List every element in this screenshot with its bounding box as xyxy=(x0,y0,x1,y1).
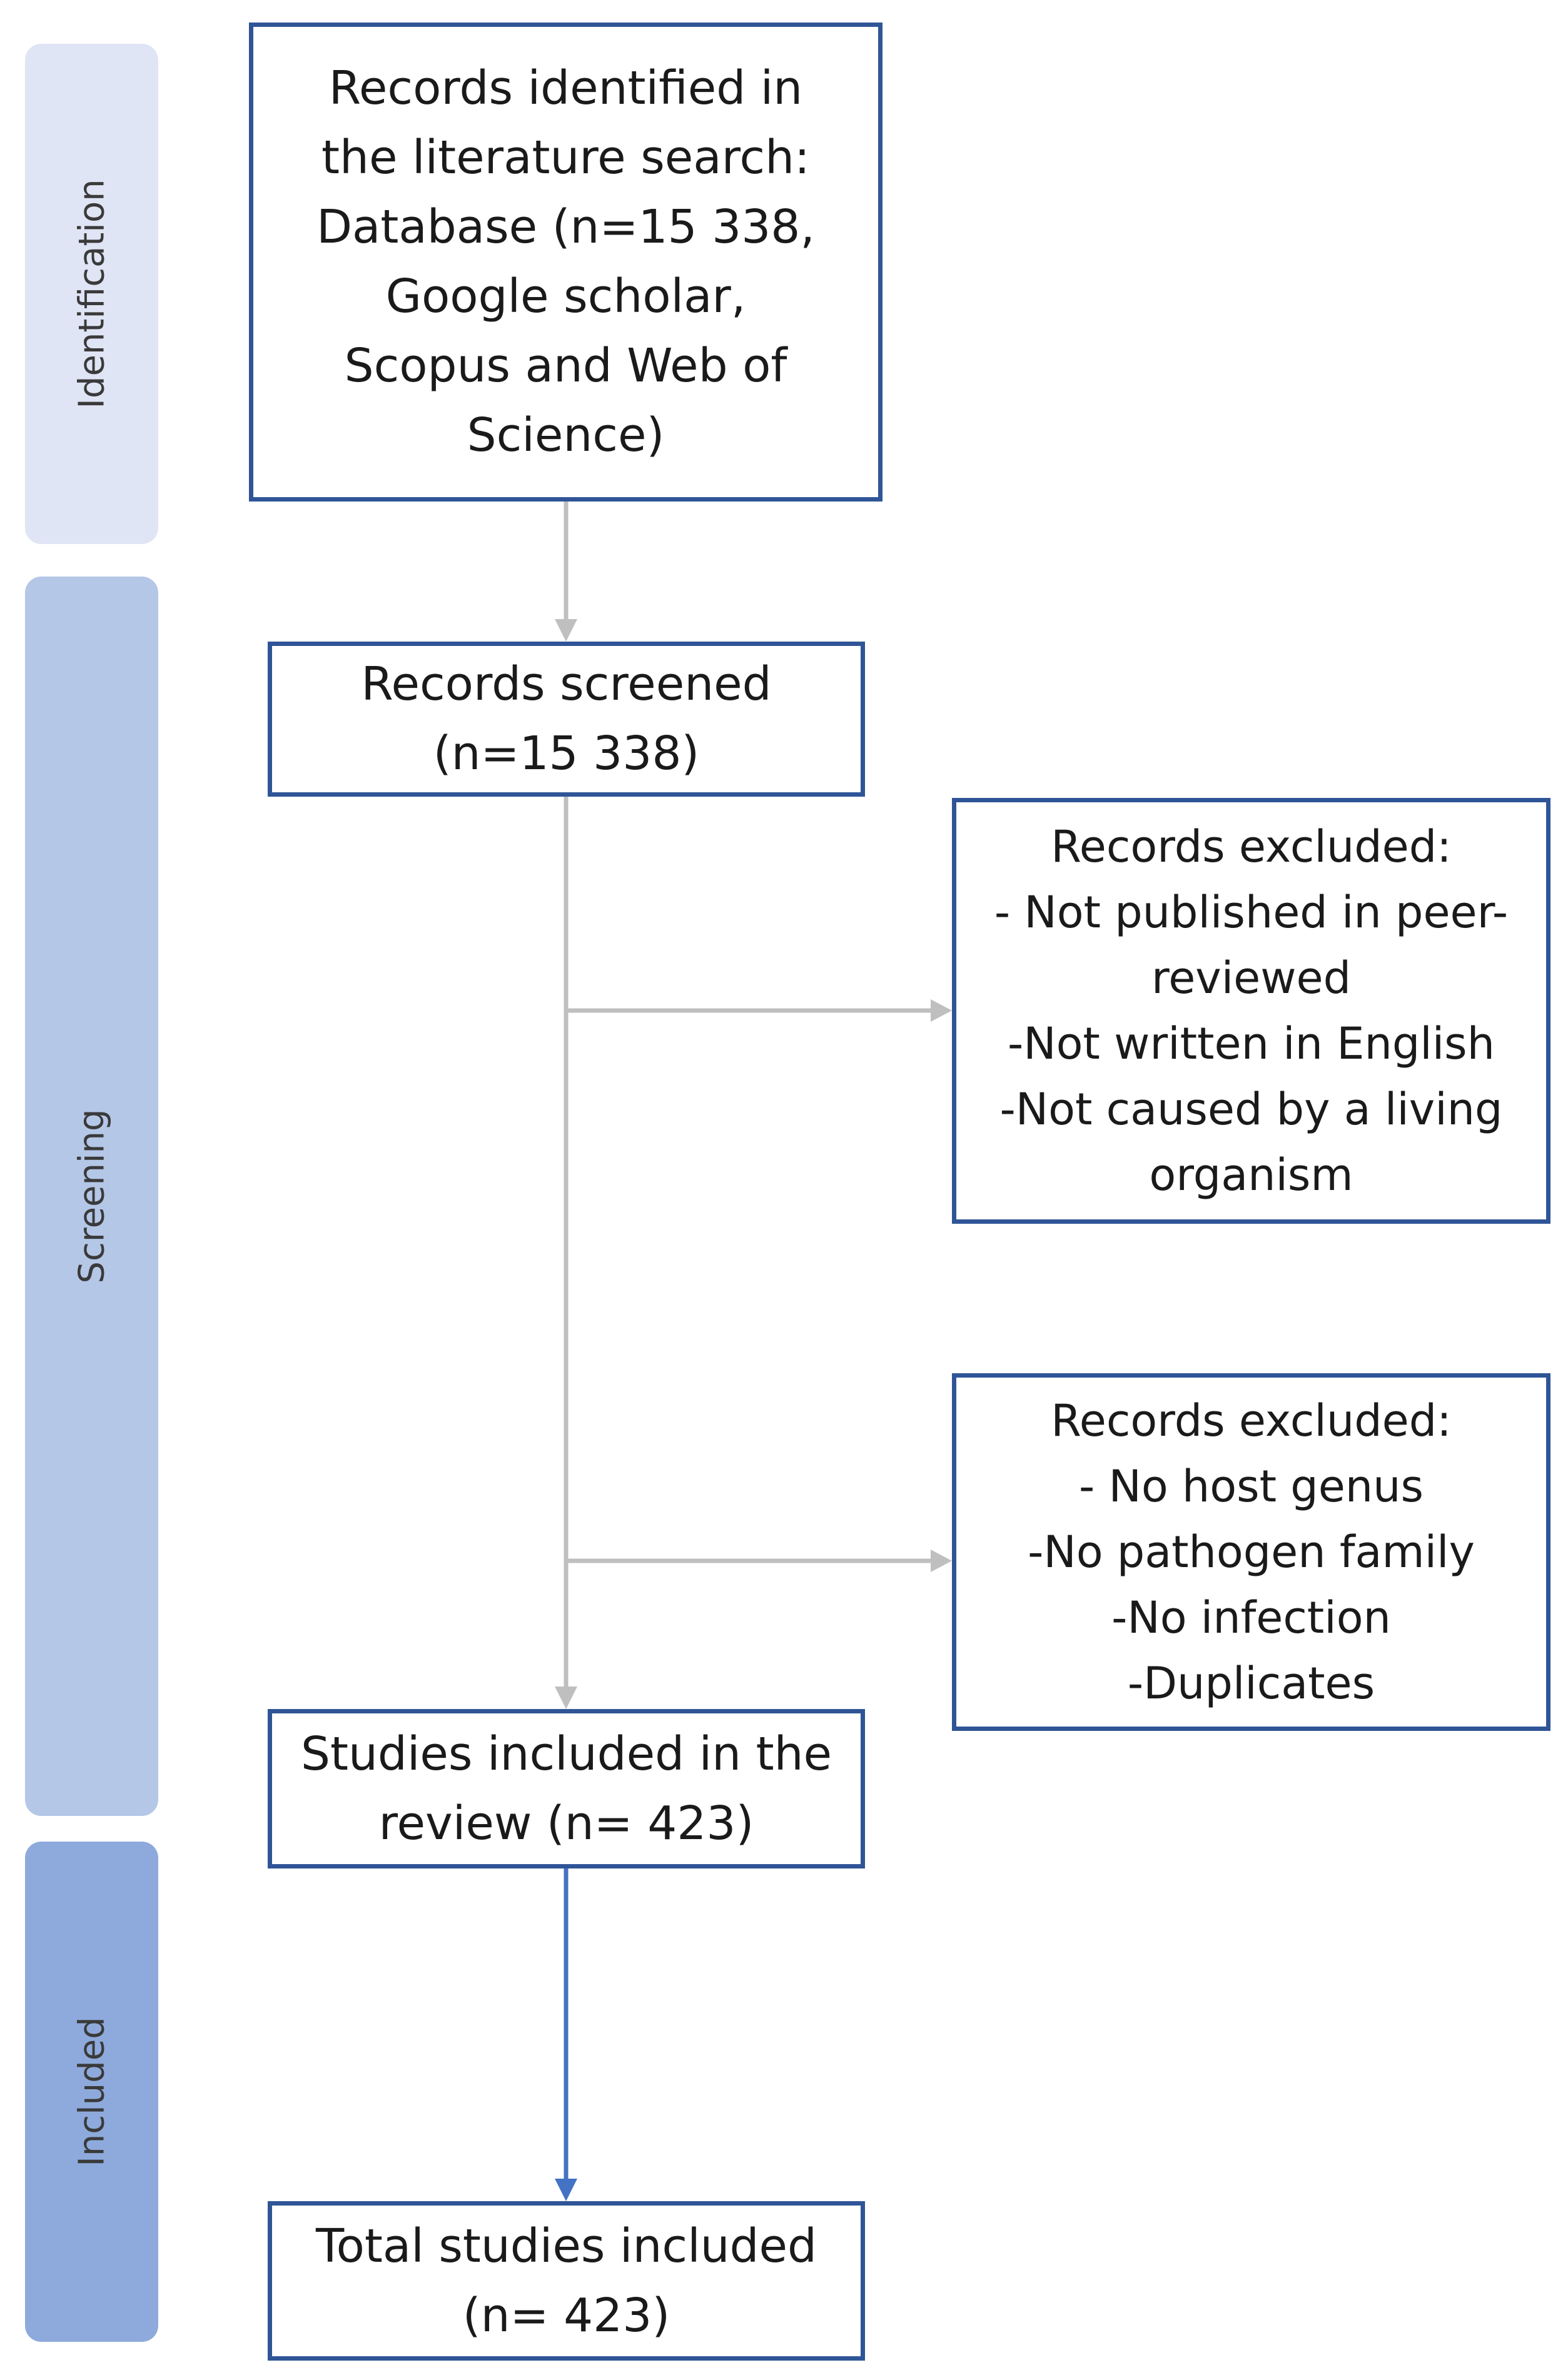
phase-identification: Identification xyxy=(25,44,158,544)
total-studies-included-box: Total studies included (n= 423) xyxy=(268,2201,865,2361)
phase-screening: Screening xyxy=(25,577,158,1816)
arrowhead-excluded-1 xyxy=(931,999,952,1022)
arrowhead-total xyxy=(555,2179,577,2201)
arrowhead-studies xyxy=(555,1687,577,1709)
phase-included: Included xyxy=(25,1842,158,2342)
records-screened-box: Records screened (n=15 338) xyxy=(268,642,865,797)
arrowhead-excluded-2 xyxy=(931,1550,952,1572)
studies-included-box: Studies included in the review (n= 423) xyxy=(268,1709,865,1868)
records-excluded-box-2: Records excluded: - No host genus -No pa… xyxy=(952,1373,1550,1731)
arrowhead-screened xyxy=(555,619,577,642)
records-excluded-box-1: Records excluded: - Not published in pee… xyxy=(952,798,1550,1224)
records-identified-box: Records identified in the literature sea… xyxy=(249,23,883,502)
